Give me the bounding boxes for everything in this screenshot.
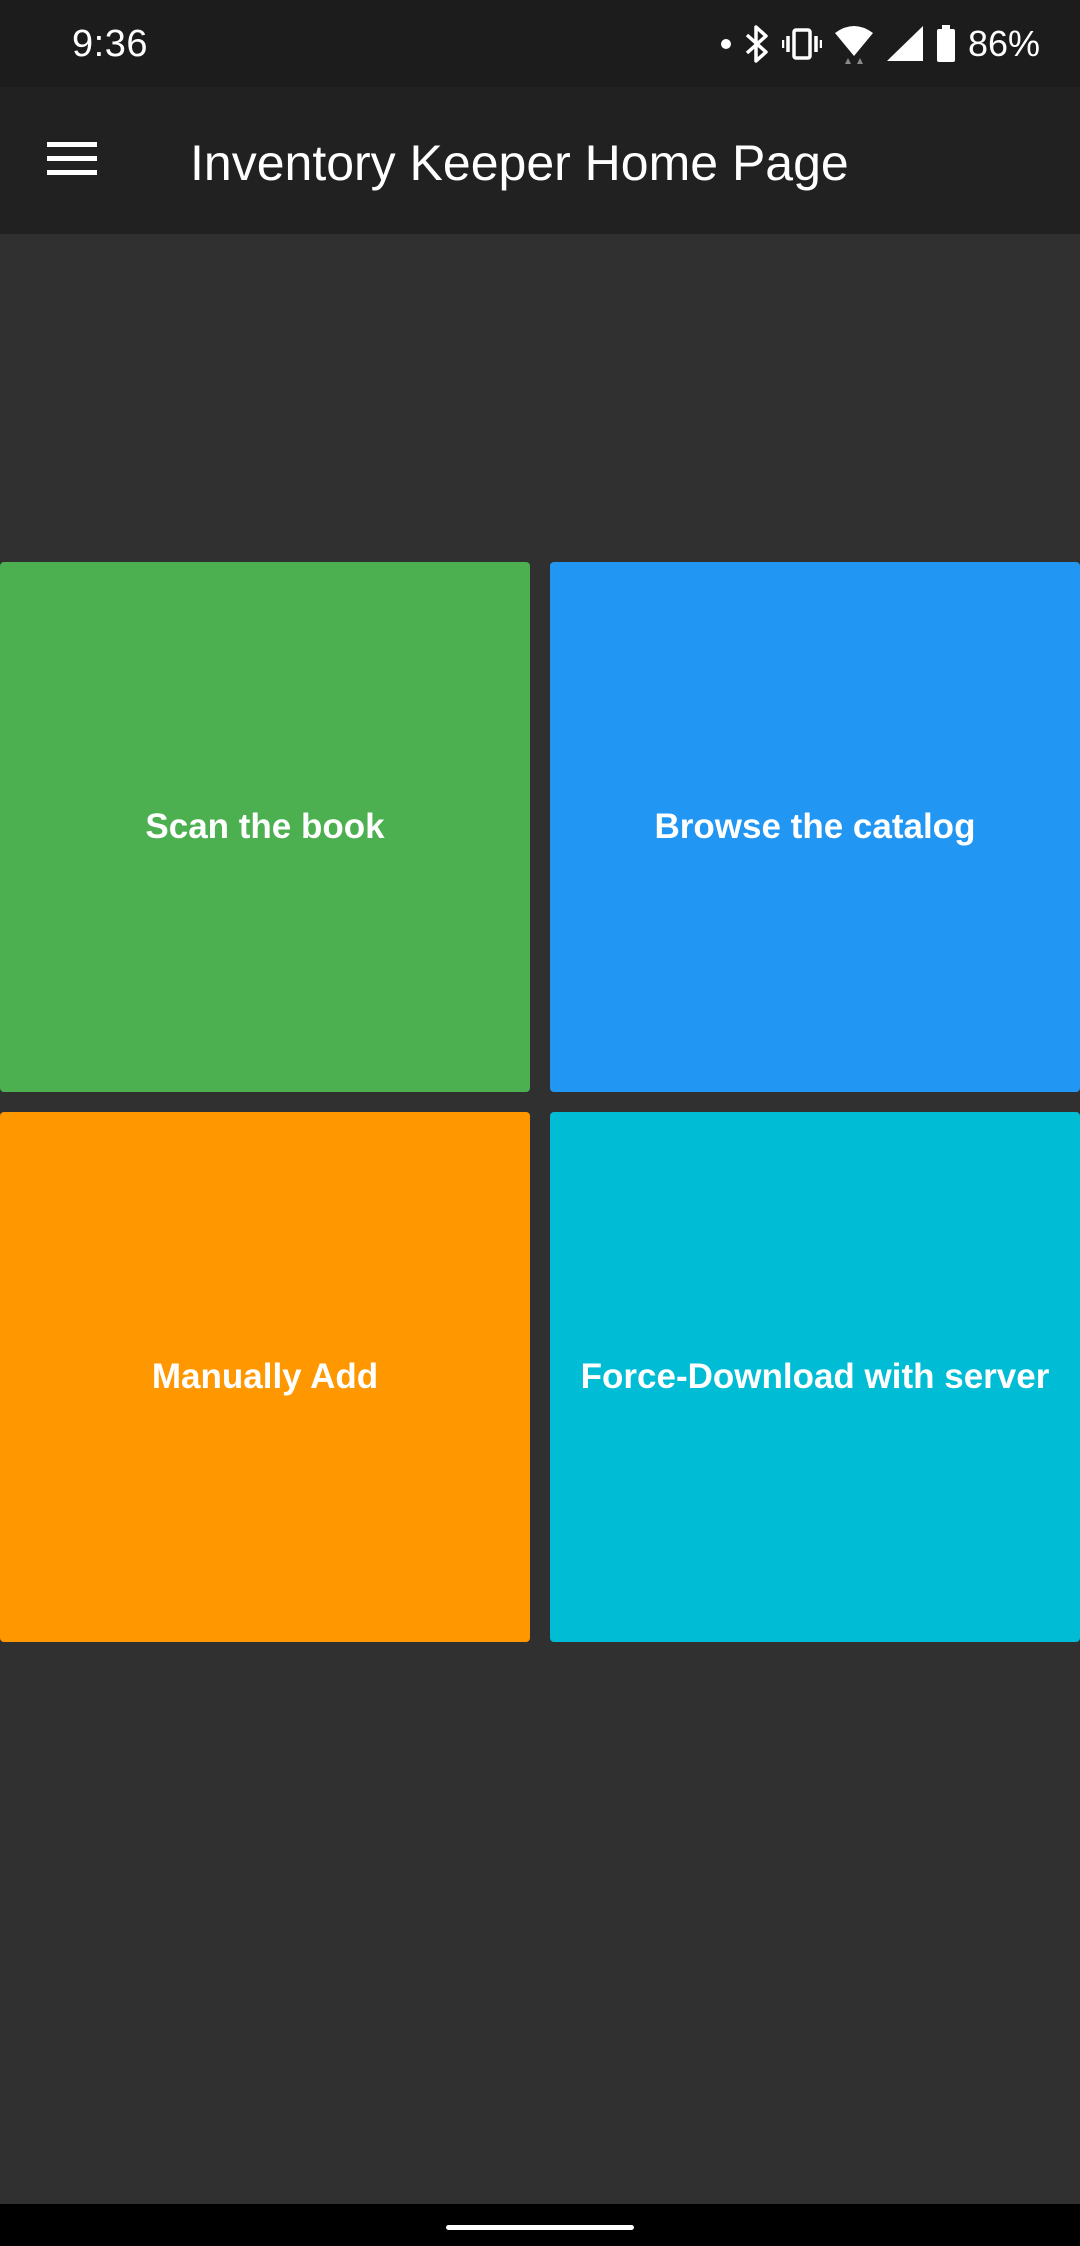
browse-catalog-label: Browse the catalog xyxy=(654,807,976,846)
bluetooth-icon xyxy=(744,24,770,64)
page-title: Inventory Keeper Home Page xyxy=(190,135,849,191)
manually-add-label: Manually Add xyxy=(151,1357,379,1396)
status-bar: 9:36 xyxy=(0,0,1080,87)
notification-dot-icon xyxy=(720,38,732,50)
status-icons: 86% xyxy=(720,18,1040,70)
vibrate-icon xyxy=(781,27,822,61)
navigation-bar xyxy=(0,2204,1080,2246)
battery-icon xyxy=(936,25,956,63)
cellular-signal-icon xyxy=(886,26,924,62)
browse-catalog-button[interactable]: Browse the catalog xyxy=(550,562,1080,1092)
scan-book-button[interactable]: Scan the book xyxy=(0,562,530,1092)
force-download-button[interactable]: Force-Download with server xyxy=(550,1112,1080,1642)
hamburger-menu-icon xyxy=(47,141,97,182)
force-download-label: Force-Download with server xyxy=(580,1357,1050,1396)
manually-add-button[interactable]: Manually Add xyxy=(0,1112,530,1642)
wifi-icon xyxy=(834,24,874,64)
menu-button[interactable] xyxy=(24,113,120,209)
battery-percent: 86% xyxy=(967,23,1040,64)
status-time: 9:36 xyxy=(72,23,148,65)
app-bar: Inventory Keeper Home Page xyxy=(0,87,1080,234)
scan-book-label: Scan the book xyxy=(145,807,385,846)
home-gesture-handle[interactable] xyxy=(446,2225,634,2230)
